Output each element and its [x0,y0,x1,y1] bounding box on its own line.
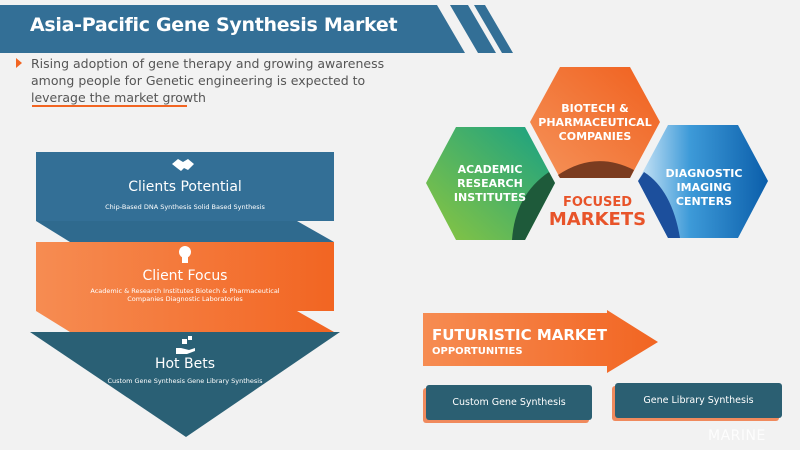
opportunities-subtitle: OPPORTUNITIES [432,346,523,357]
banner-stripe [450,5,496,53]
intro-underline [32,105,187,107]
funnel-level-3-subtitle: Custom Gene Synthesis Gene Library Synth… [107,377,263,385]
hex-diagnostic-label: DIAGNOSTIC IMAGING CENTERS [665,167,743,208]
intro-text: Rising adoption of gene therapy and grow… [31,56,385,105]
funnel-level-2-subtitle: Academic & Research Institutes Biotech &… [90,287,280,303]
hex-academic-label: ACADEMIC RESEARCH INSTITUTES [453,163,527,204]
hand-dice-icon [176,336,195,354]
hex-academic-shade [512,172,555,240]
hex-biotech-label: BIOTECH & PHARMACEUTICAL COMPANIES [538,102,652,143]
hex-biotech-shade [558,161,634,178]
focused-label: FOCUSED [562,195,633,210]
funnel-level-1-subtitle: Chip-Based DNA Synthesis Solid Based Syn… [105,203,265,211]
title-banner [0,5,465,53]
hex-diagnostic-shade [638,172,680,238]
opportunity-gene-library-synthesis: Gene Library Synthesis [615,383,782,418]
funnel-level-2-title: Client Focus [142,268,228,284]
lightbulb-icon [179,246,191,263]
funnel-level-3-shape [30,332,340,437]
watermark: MARINE [708,428,766,444]
page-title: Asia-Pacific Gene Synthesis Market [30,14,398,36]
opportunity-custom-gene-synthesis: Custom Gene Synthesis [426,385,592,420]
funnel-connector [36,221,334,242]
funnel-level-1-title: Clients Potential [128,179,242,195]
funnel-level-3-title: Hot Bets [154,356,216,372]
markets-label: MARKETS [548,209,647,230]
banner-stripe [474,5,513,53]
bullet-arrow-icon [16,58,22,68]
opportunities-title: FUTURISTIC MARKET [432,326,608,344]
handshake-icon [172,159,194,171]
hex-biotech [530,67,660,178]
opportunities-arrow [423,310,658,373]
funnel-connector [36,311,334,332]
